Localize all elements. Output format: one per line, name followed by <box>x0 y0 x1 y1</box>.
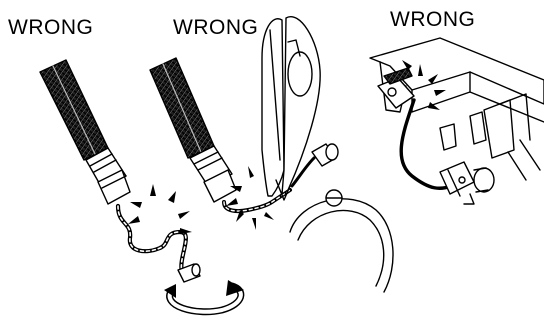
stress-mark-icon <box>226 166 274 230</box>
stress-mark-icon <box>128 184 192 234</box>
housing-2 <box>289 198 394 293</box>
wire-1 <box>115 203 188 275</box>
panel-2-illustration <box>149 16 394 293</box>
panel-3-illustration <box>369 37 544 205</box>
wire-3 <box>399 98 454 190</box>
pliers-icon <box>261 18 285 197</box>
stress-mark-icon <box>402 60 446 110</box>
panel-2-label: WRONG <box>173 16 259 39</box>
panel-1-illustration <box>39 59 245 316</box>
panel-3-label: WRONG <box>390 8 476 31</box>
panel-1-label: WRONG <box>8 16 94 39</box>
frame-bracket <box>369 37 544 105</box>
